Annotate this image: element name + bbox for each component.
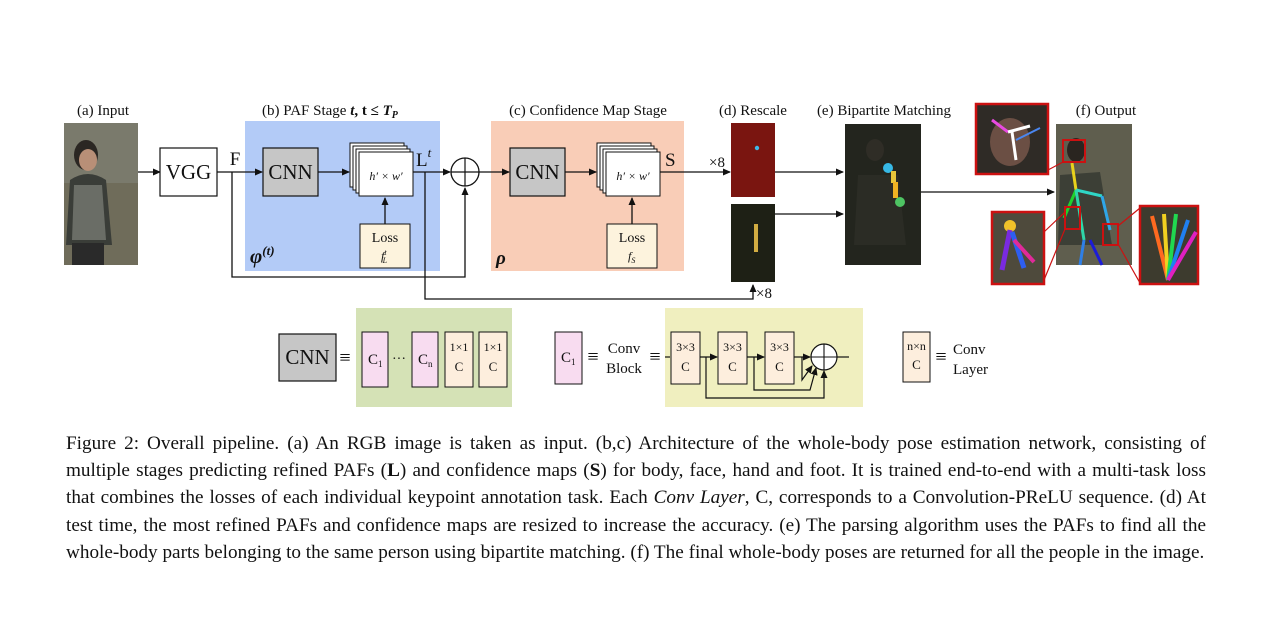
vgg-label: VGG [166,160,212,184]
rescale-paf-map [731,204,775,282]
legend-conv-layer-line2: Layer [953,362,988,378]
input-image [64,123,138,265]
caption-paragraph: Figure 2: Overall pipeline. (a) An RGB i… [66,430,1206,566]
legend-c1-label: C1 [368,352,383,369]
caption-text-4: , C, corresponds to a Convolution-PReLU … [66,487,1206,563]
vgg-block [159,147,218,197]
bipartite-title: (e) Bipartite Matching [817,103,952,119]
legend-3x3-c-b: C [728,359,737,374]
legend-3x3-box-b [717,331,748,385]
caption-label: Figure 2: [66,433,140,454]
legend-c1-box [361,331,389,388]
foot-zoom-inset [990,210,1046,286]
legend-dots: ··· [392,352,406,367]
paf-feature-size: h′ × w′ [369,169,403,183]
conf-cnn-label: CNN [515,160,559,184]
legend-1x1-label-b: 1×1 [484,340,503,354]
rescale-title: (d) Rescale [719,103,787,119]
legend-equiv-2: ≡ [587,346,598,368]
paf-cnn-label: CNN [268,160,312,184]
bipartite-image [845,124,921,265]
legend-nxn-label: n×n [907,339,926,353]
paf-feature-stack [349,142,414,197]
legend-1x1-c-b: C [489,359,498,374]
pipeline-figure: (a) Input (b) PAF Stage t, t ≤ TP (c) Co… [64,102,1200,407]
caption-text-2: ) and confidence maps ( [399,460,590,482]
legend-c1-single-box [554,331,583,385]
F-label: F [230,149,241,170]
legend-concat-node [810,343,838,371]
conf-loss-fn: fS [628,249,635,265]
legend-nxn-box [902,331,931,383]
legend-3x3-box-c [764,331,795,385]
S-label: S [665,150,676,171]
hand-zoom-inset [1138,204,1200,286]
figure-caption: Figure 2: Overall pipeline. (a) An RGB i… [66,430,1206,566]
rescale-confidence-map [731,123,775,197]
legend-3x3-box-a [670,331,701,385]
conf-loss-label: Loss [619,231,645,246]
caption-text-3: ) for body, face, hand and foot. It is t… [66,460,1206,509]
legend-conv-block-line2: Block [606,361,642,377]
legend-c1-single-label: C1 [561,350,576,367]
legend-3x3-label-b: 3×3 [723,340,742,354]
input-title: (a) Input [77,103,130,119]
face-zoom-inset [974,102,1050,176]
legend-equiv-1: ≡ [339,347,350,369]
conf-feature-size: h′ × w′ [616,169,650,183]
caption-em-conv-layer: Conv Layer [653,487,745,509]
conf-feature-stack [596,142,661,197]
rho-label: ρ [495,248,506,269]
paf-stage-title: (b) PAF Stage t, t ≤ TP [262,103,399,121]
caption-bold-S: S [589,460,601,482]
legend-3x3-label-a: 3×3 [676,340,695,354]
legend-1x1-label-a: 1×1 [450,340,469,354]
legend-cnn-block [278,333,337,382]
paf-cnn-block [262,147,319,197]
legend-3x3-label-c: 3×3 [770,340,789,354]
conf-cnn-block [509,147,566,197]
confidence-stage-title: (c) Confidence Map Stage [509,103,667,119]
legend-1x1-box-b [478,331,508,388]
paf-loss-label: Loss [372,231,398,246]
legend-cn-label: Cn [418,352,433,369]
legend-3x3-c-c: C [775,359,784,374]
legend-conv-layer-line1: Conv [953,342,986,358]
phi-label: φ(t) [250,243,275,268]
L-t-label: Lt [416,145,432,171]
caption-bold-L: L [387,460,400,482]
legend-cn-box [411,331,439,388]
legend-1x1-box-a [444,331,474,388]
paf-loss-box [359,223,411,269]
legend-cnn-label: CNN [285,345,329,369]
output-image [1056,124,1132,266]
legend-3x3-c-a: C [681,359,690,374]
output-title: (f) Output [1076,103,1137,119]
legend-1x1-c-a: C [455,359,464,374]
conf-loss-box [606,223,658,269]
legend-nxn-c: C [912,357,921,372]
legend-equiv-4: ≡ [935,346,946,368]
times8-upper: ×8 [709,155,725,171]
concat-node [450,157,480,187]
times8-lower: ×8 [756,286,772,302]
legend-conv-block-line1: Conv [608,341,641,357]
caption-text-1: Overall pipeline. (a) An RGB image is ta… [66,433,1207,482]
legend-equiv-3: ≡ [649,346,660,368]
